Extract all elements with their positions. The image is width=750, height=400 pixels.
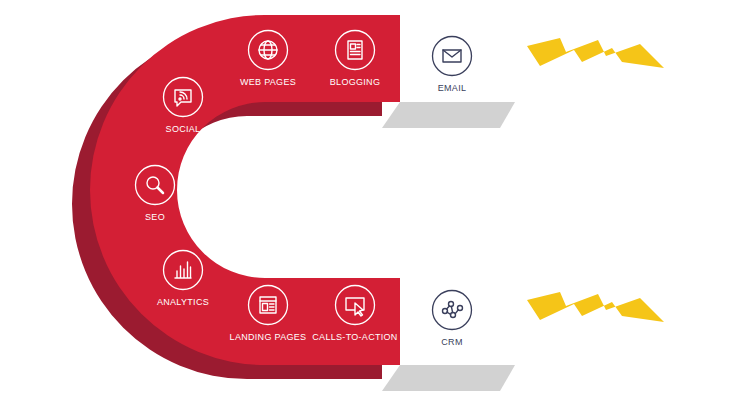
- pole-shadow: [382, 102, 515, 128]
- icon-circle: [162, 76, 204, 118]
- icon-node: LANDING PAGES: [218, 284, 318, 343]
- node-label: ANALYTICS: [133, 297, 233, 308]
- node-label: SOCIAL: [133, 124, 233, 135]
- magnet-body: [90, 15, 400, 365]
- icon-node: WEB PAGES: [218, 29, 318, 88]
- node-label: EMAIL: [402, 83, 502, 94]
- icon-node: ANALYTICS: [133, 249, 233, 308]
- icon-node: CALLS-TO-ACTION: [305, 284, 405, 343]
- icon-circle: [431, 35, 473, 77]
- pole-tip: [400, 15, 515, 102]
- icon-circle: [334, 29, 376, 71]
- node-label: LANDING PAGES: [218, 332, 318, 343]
- node-label: WEB PAGES: [218, 77, 318, 88]
- icon-circle: [431, 289, 473, 331]
- lightning-bolt: [527, 292, 664, 322]
- node-label: CRM: [402, 337, 502, 348]
- pole-shadow: [382, 365, 515, 391]
- lightning-bolt: [527, 38, 664, 68]
- node-label: BLOGGING: [305, 77, 405, 88]
- icon-circle: [334, 284, 376, 326]
- icon-circle: [247, 29, 289, 71]
- node-label: SEO: [105, 212, 205, 223]
- icon-circle: [162, 249, 204, 291]
- pole-tip: [400, 278, 515, 365]
- icon-node: EMAIL: [402, 35, 502, 94]
- icon-circle: [247, 284, 289, 326]
- icon-circle: [134, 164, 176, 206]
- icon-node: BLOGGING: [305, 29, 405, 88]
- icon-node: SOCIAL: [133, 76, 233, 135]
- icon-node: SEO: [105, 164, 205, 223]
- icon-node: CRM: [402, 289, 502, 348]
- node-label: CALLS-TO-ACTION: [305, 332, 405, 343]
